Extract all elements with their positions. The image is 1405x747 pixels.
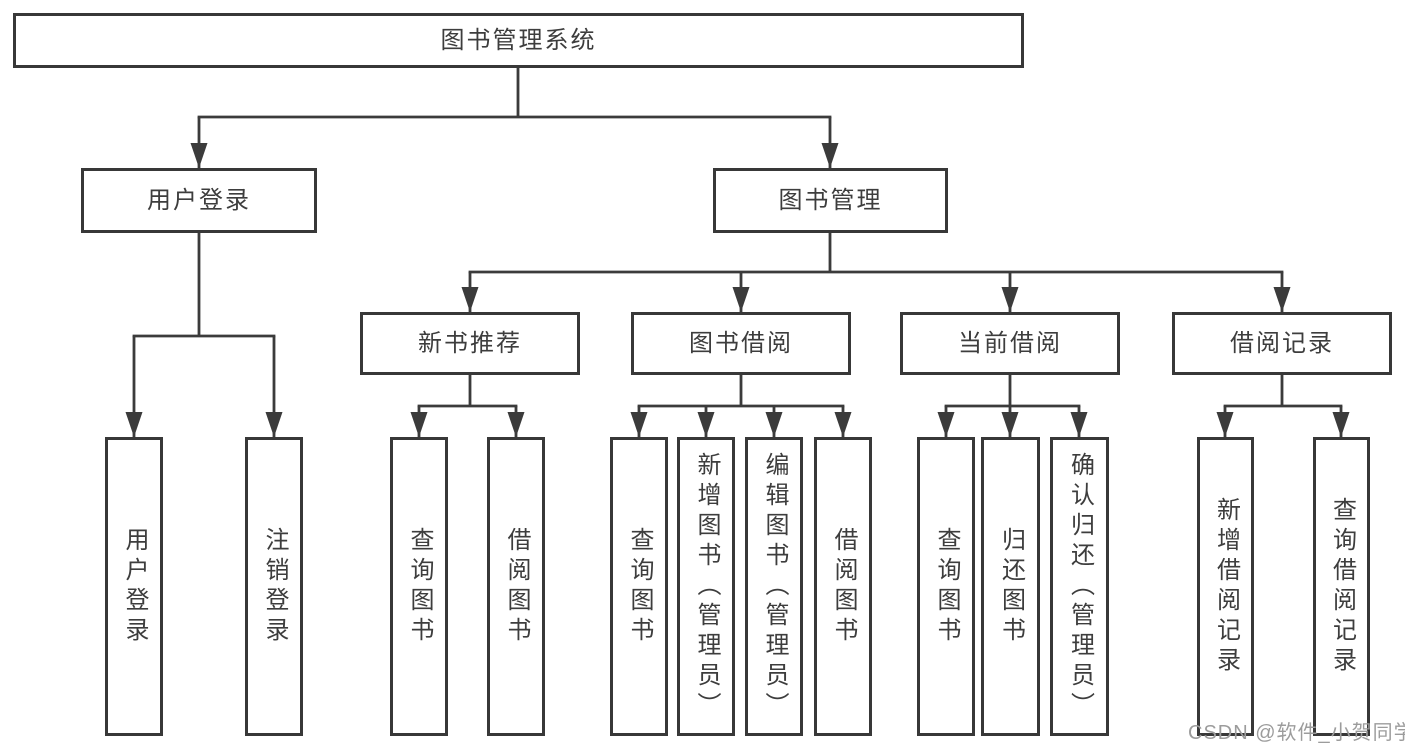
leaf-logout: 注销登录 — [245, 437, 303, 736]
node-book-borrow: 图书借阅 — [631, 312, 851, 375]
node-user-login-branch: 用户登录 — [81, 168, 317, 233]
node-new-book-recommend: 新书推荐 — [360, 312, 580, 375]
leaf-confirm-return-admin: 确认归还（管理员） — [1050, 437, 1109, 736]
node-current-borrow: 当前借阅 — [900, 312, 1120, 375]
node-root-system: 图书管理系统 — [13, 13, 1024, 68]
leaf-query-borrow-record: 查询借阅记录 — [1313, 437, 1370, 736]
node-book-management: 图书管理 — [713, 168, 948, 233]
leaf-query-books-recommend: 查询图书 — [390, 437, 448, 736]
leaf-user-login: 用户登录 — [105, 437, 163, 736]
node-borrow-records: 借阅记录 — [1172, 312, 1392, 375]
leaf-add-borrow-record: 新增借阅记录 — [1197, 437, 1254, 736]
leaf-add-book-admin: 新增图书（管理员） — [677, 437, 735, 736]
leaf-return-book: 归还图书 — [981, 437, 1040, 736]
leaf-borrow-books-borrow: 借阅图书 — [814, 437, 872, 736]
leaf-query-books-borrow: 查询图书 — [610, 437, 668, 736]
leaf-query-books-current: 查询图书 — [917, 437, 975, 736]
leaf-borrow-books-recommend: 借阅图书 — [487, 437, 545, 736]
csdn-watermark: CSDN @软件_小贺同学 — [1188, 722, 1405, 744]
leaf-edit-book-admin: 编辑图书（管理员） — [745, 437, 803, 736]
